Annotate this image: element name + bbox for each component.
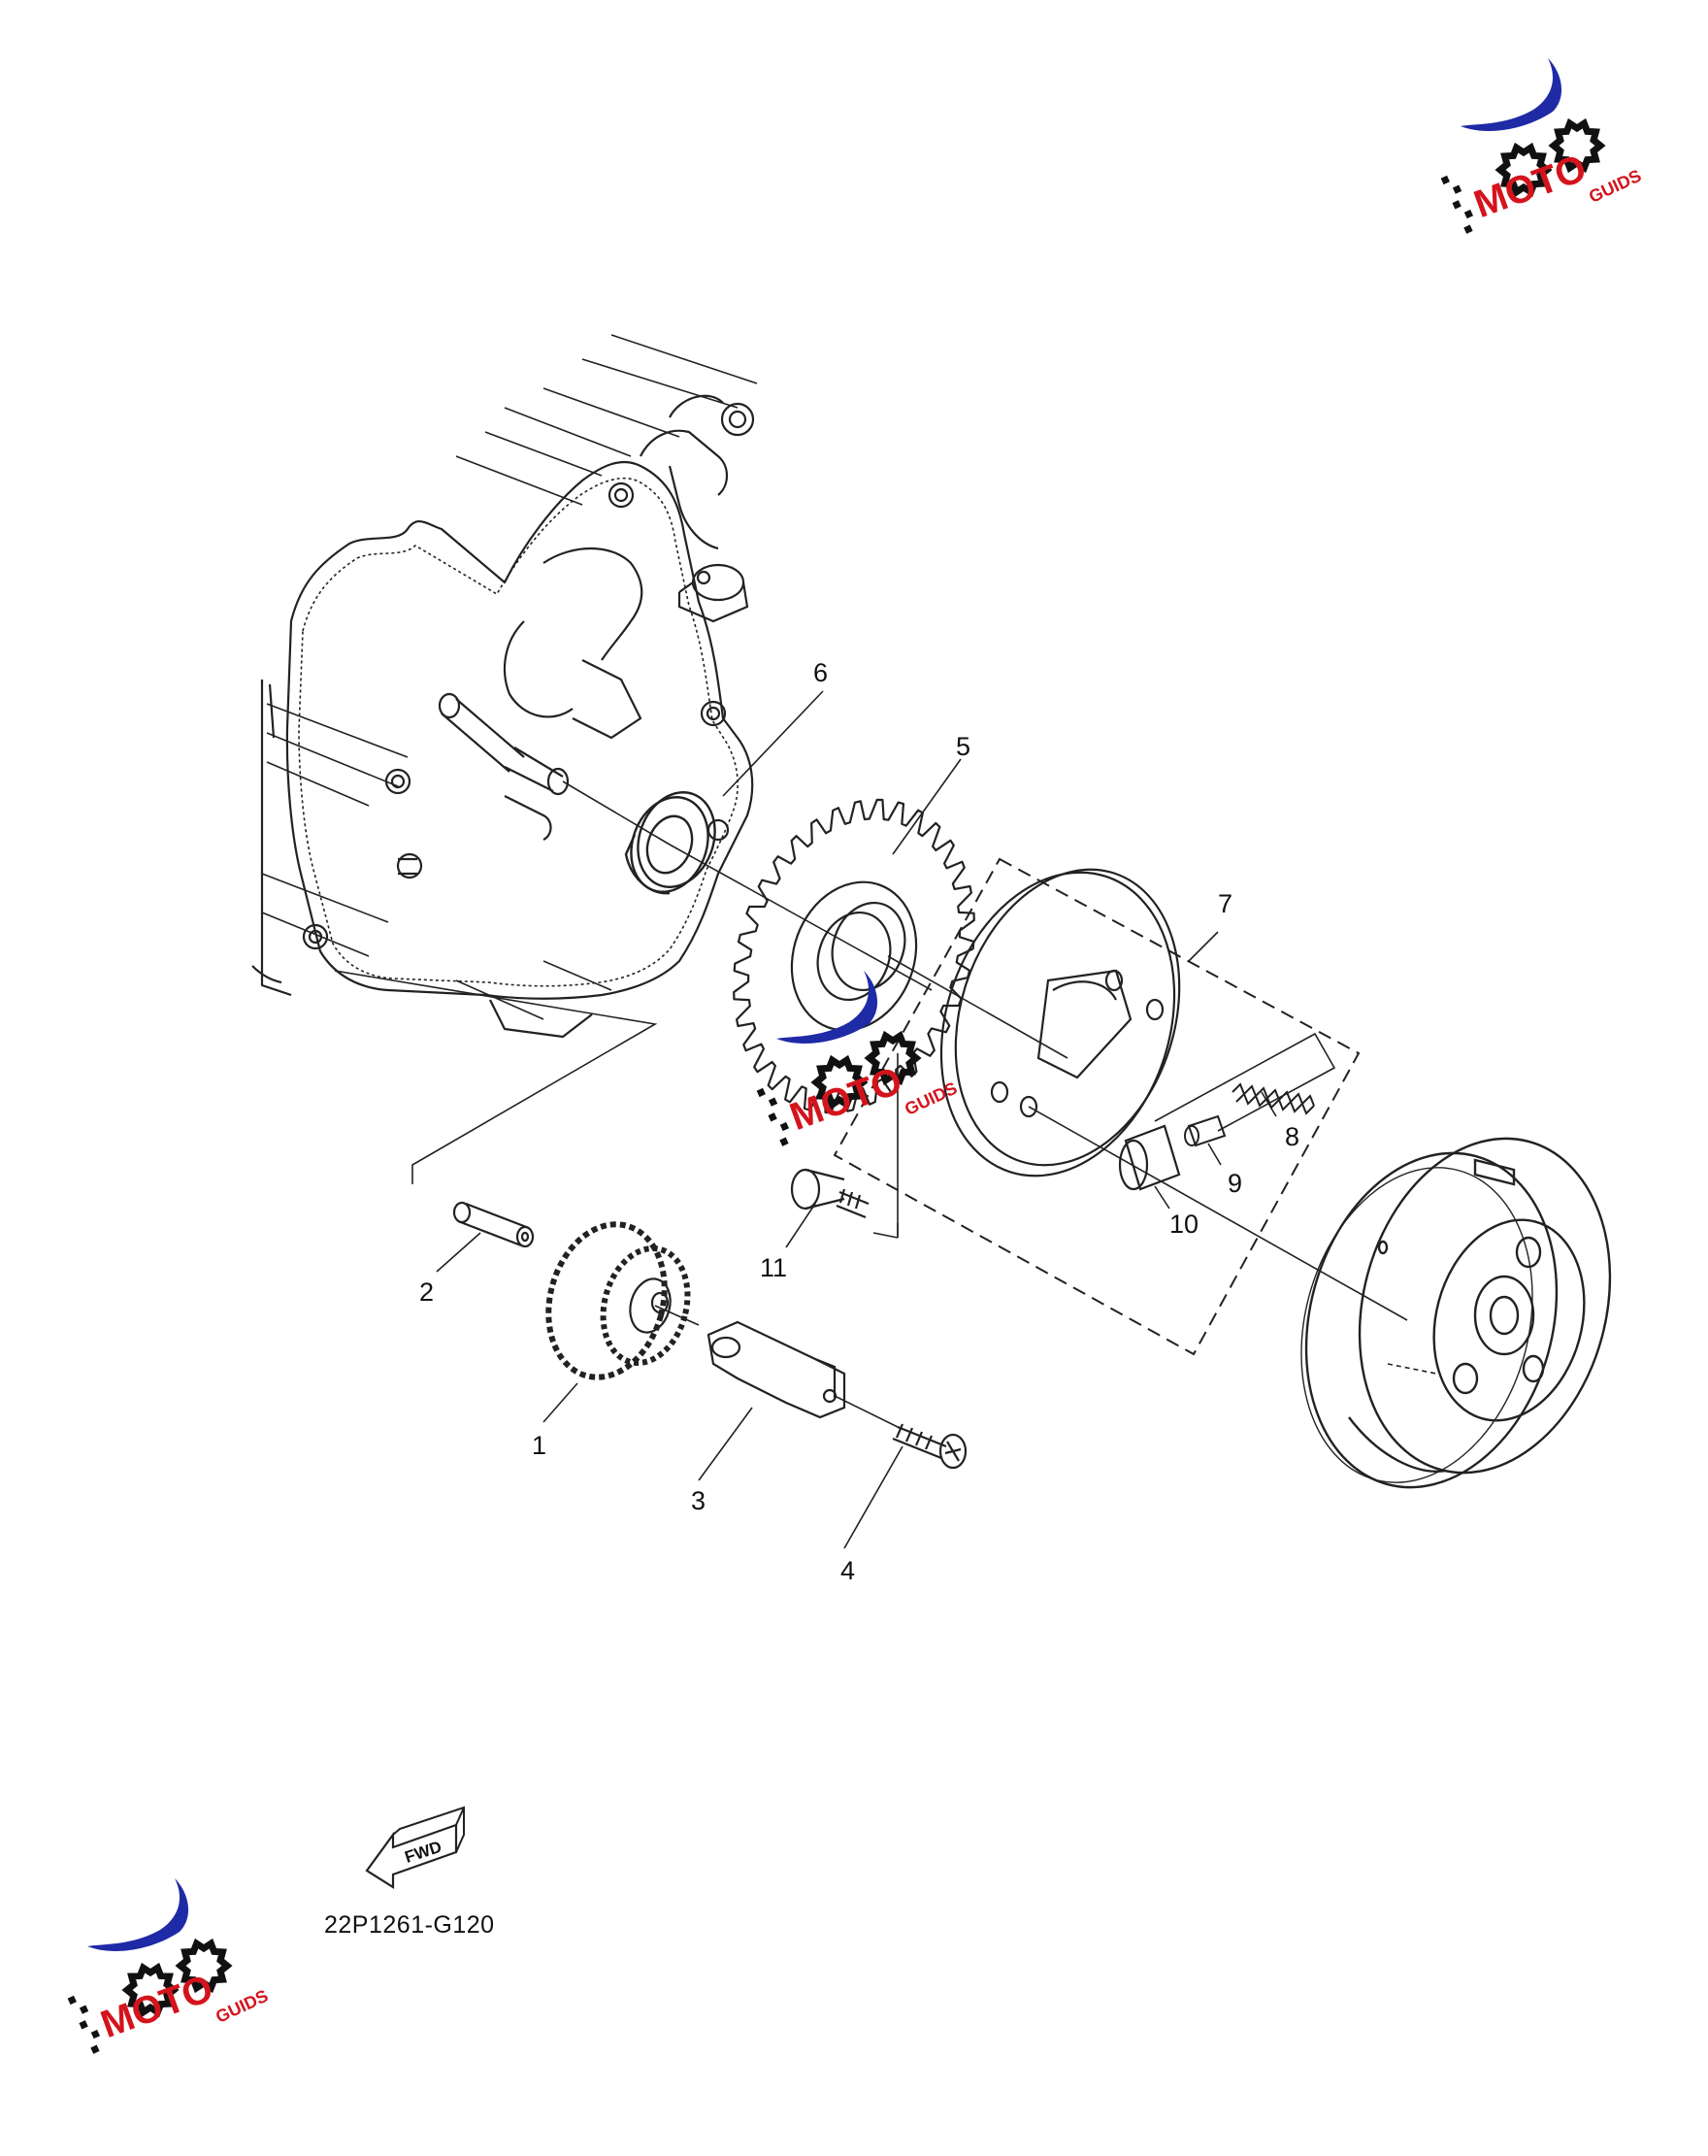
- plunger-part-9: [1184, 1114, 1227, 1147]
- callout-2: 2: [419, 1277, 434, 1307]
- logo-swoosh: [87, 1878, 189, 1951]
- svg-text:MOTO: MOTO: [1468, 147, 1592, 226]
- callout-7: 7: [1218, 889, 1232, 918]
- callout-5: 5: [956, 732, 970, 761]
- logo-swoosh: [1461, 58, 1562, 131]
- callout-10: 10: [1169, 1210, 1199, 1239]
- one-way-clutch-part-7: [939, 868, 1181, 1178]
- screw-part-4: [892, 1423, 968, 1470]
- svg-text:GUIDS: GUIDS: [1586, 166, 1644, 207]
- callout-8: 8: [1285, 1122, 1299, 1151]
- fwd-arrow-icon: FWD: [365, 1806, 465, 1889]
- callout-11: 11: [760, 1253, 787, 1282]
- spring-part-8: [1232, 1082, 1315, 1115]
- shaft-part-2: [452, 1201, 535, 1248]
- callout-9: 9: [1228, 1169, 1242, 1198]
- svg-text:GUIDS: GUIDS: [213, 1986, 271, 2027]
- roller-part-10: [1118, 1124, 1181, 1191]
- oil-seal-part-6: [624, 791, 716, 895]
- svg-text:MOTO: MOTO: [95, 1967, 218, 2046]
- plate-part-3: [706, 1320, 846, 1419]
- callout-6: 6: [813, 658, 828, 687]
- logo-swoosh: [776, 971, 878, 1044]
- idle-gear-part-1: [545, 1221, 691, 1380]
- leader-lines: [334, 690, 1437, 1549]
- callout-3: 3: [691, 1486, 706, 1515]
- callout-labels: 1 2 3 4 5 6 7 8 9 10 11: [419, 658, 1299, 1585]
- diagram-code: 22P1261-G120: [324, 1911, 495, 1939]
- assembly-7-dashed-box: [833, 857, 1361, 1356]
- crankcase-drawing: [251, 334, 758, 1039]
- callout-1: 1: [532, 1431, 546, 1460]
- callout-4: 4: [840, 1556, 855, 1585]
- bolt-part-11: [790, 1168, 870, 1219]
- svg-text:MOTO: MOTO: [784, 1059, 907, 1139]
- rotor-flywheel: [1300, 1137, 1612, 1489]
- starter-gear-part-5: [733, 798, 975, 1114]
